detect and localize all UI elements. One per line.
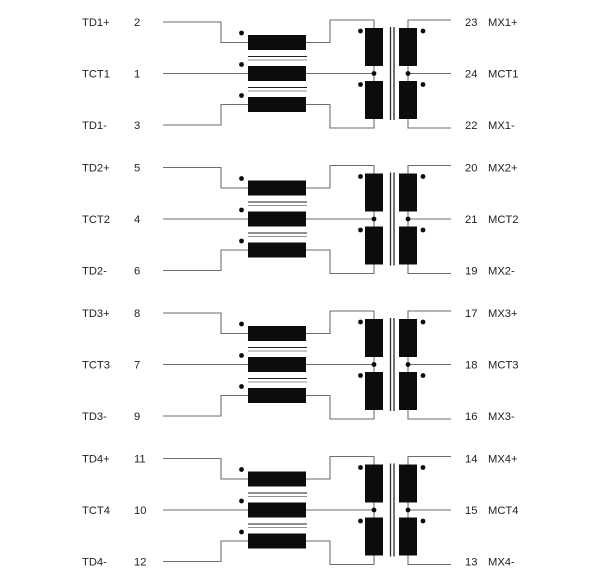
pin-number: 5 — [134, 163, 140, 175]
pin-number: 4 — [134, 214, 140, 226]
pin-number: 7 — [134, 360, 140, 372]
pin-number: 15 — [465, 505, 477, 517]
signal-label: MCT2 — [488, 214, 518, 226]
signal-label: TCT3 — [82, 360, 110, 372]
signal-label: MX3- — [488, 411, 515, 423]
pin-number: 21 — [465, 214, 477, 226]
pin-number: 24 — [465, 69, 477, 81]
pin-number: 20 — [465, 163, 477, 175]
signal-label: TD1- — [82, 120, 107, 132]
pin-number: 17 — [465, 308, 477, 320]
pin-number: 19 — [465, 266, 477, 278]
pin-labels: TD1+ 2 23 MX1+ TCT1 1 24 MCT1 TD1- 3 22 … — [82, 17, 518, 569]
pin-number: 3 — [134, 120, 140, 132]
channel-4-artwork — [162, 455, 452, 566]
signal-label: MX1+ — [488, 17, 518, 29]
pin-number: 23 — [465, 17, 477, 29]
pin-number: 6 — [134, 266, 140, 278]
signal-label: TD3+ — [82, 308, 110, 320]
signal-label: MX4- — [488, 557, 515, 569]
channel-1-artwork — [162, 19, 452, 129]
pin-number: 8 — [134, 308, 140, 320]
pin-number: 2 — [134, 17, 140, 29]
signal-label: TD2+ — [82, 163, 110, 175]
pin-number: 22 — [465, 120, 477, 132]
pin-number: 11 — [134, 454, 146, 466]
signal-label: TD1+ — [82, 17, 110, 29]
pin-number: 9 — [134, 411, 140, 423]
signal-label: MX1- — [488, 120, 515, 132]
signal-label: MX2- — [488, 266, 515, 278]
signal-label: TD2- — [82, 266, 107, 278]
pin-number: 16 — [465, 411, 477, 423]
signal-label: TD3- — [82, 411, 107, 423]
signal-label: MCT1 — [488, 69, 518, 81]
channel-3-artwork — [162, 310, 452, 420]
signal-label: TCT4 — [82, 505, 110, 517]
signal-label: MCT3 — [488, 360, 518, 372]
signal-label: MX3+ — [488, 308, 518, 320]
pin-number: 18 — [465, 360, 477, 372]
pin-number: 10 — [134, 505, 146, 517]
signal-label: TCT1 — [82, 69, 110, 81]
signal-label: MCT4 — [488, 505, 518, 517]
signal-label: MX2+ — [488, 163, 518, 175]
signal-label: TD4- — [82, 557, 107, 569]
signal-label: MX4+ — [488, 454, 518, 466]
pin-number: 12 — [134, 557, 146, 569]
pin-number: 13 — [465, 557, 477, 569]
signal-label: TD4+ — [82, 454, 110, 466]
channel-2-artwork — [162, 164, 452, 275]
pin-number: 14 — [465, 454, 477, 466]
signal-label: TCT2 — [82, 214, 110, 226]
pin-number: 1 — [134, 69, 140, 81]
